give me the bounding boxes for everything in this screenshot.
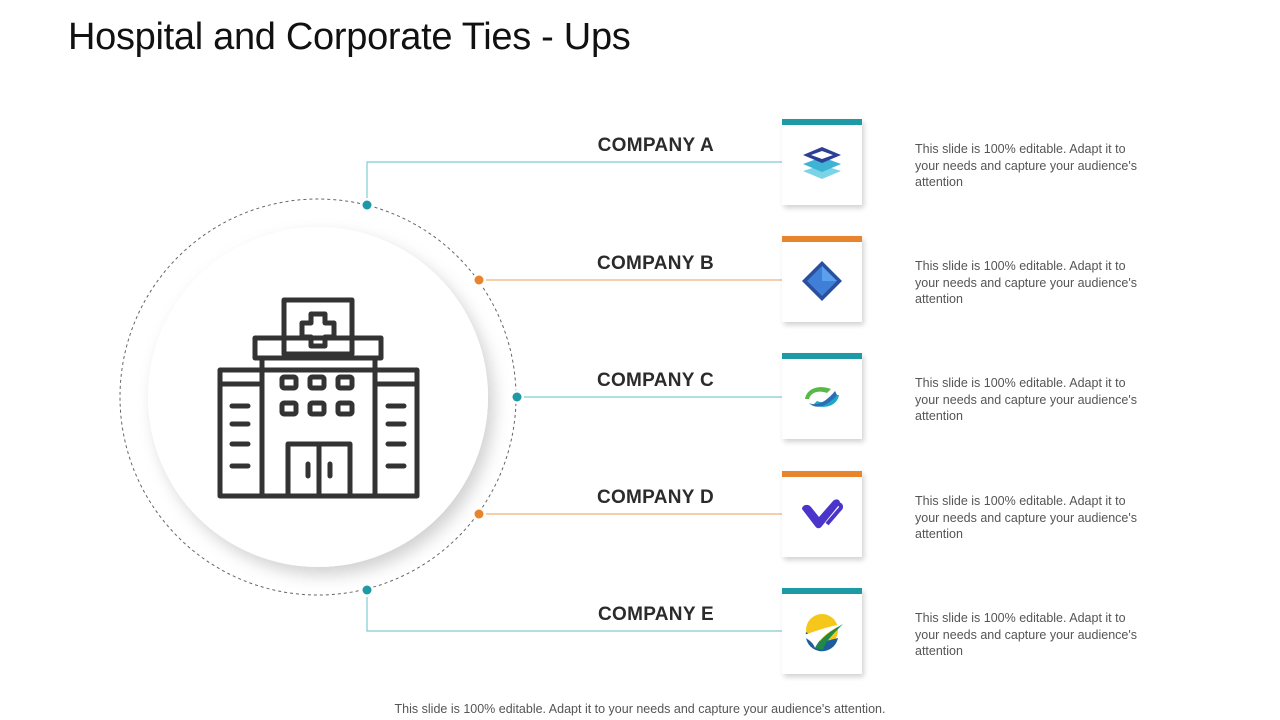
card-accent-bar xyxy=(782,588,862,594)
card-accent-bar xyxy=(782,119,862,125)
center-disc xyxy=(148,227,488,567)
card-accent-bar xyxy=(782,471,862,477)
connector-dot xyxy=(512,392,522,402)
company-logo-card xyxy=(782,588,862,674)
company-description: This slide is 100% editable. Adapt it to… xyxy=(915,142,1137,189)
connector-dot xyxy=(362,585,372,595)
connector-dot xyxy=(362,200,372,210)
footer-note: This slide is 100% editable. Adapt it to… xyxy=(394,702,886,716)
company-logo-card xyxy=(782,119,862,205)
company-description: This slide is 100% editable. Adapt it to… xyxy=(915,259,1137,306)
connector-line xyxy=(366,161,782,205)
company-label: COMPANY E xyxy=(597,604,714,625)
hospital-icon xyxy=(217,297,420,499)
company-label: COMPANY D xyxy=(596,487,714,508)
company-description: This slide is 100% editable. Adapt it to… xyxy=(915,611,1137,658)
company-description: This slide is 100% editable. Adapt it to… xyxy=(915,376,1137,423)
company-logo-card xyxy=(782,471,862,557)
card-accent-bar xyxy=(782,236,862,242)
company-label: COMPANY A xyxy=(597,135,714,156)
connector-dot xyxy=(474,275,484,285)
connector-dot xyxy=(474,509,484,519)
card-accent-bar xyxy=(782,353,862,359)
page-title: Hospital and Corporate Ties - Ups xyxy=(68,16,631,58)
company-label: COMPANY B xyxy=(596,253,714,274)
company-logo-card xyxy=(782,236,862,322)
company-logo-card xyxy=(782,353,862,439)
connector-lines xyxy=(360,161,782,632)
connector-line xyxy=(366,590,782,632)
company-label: COMPANY C xyxy=(596,370,714,391)
company-description: This slide is 100% editable. Adapt it to… xyxy=(915,494,1137,541)
